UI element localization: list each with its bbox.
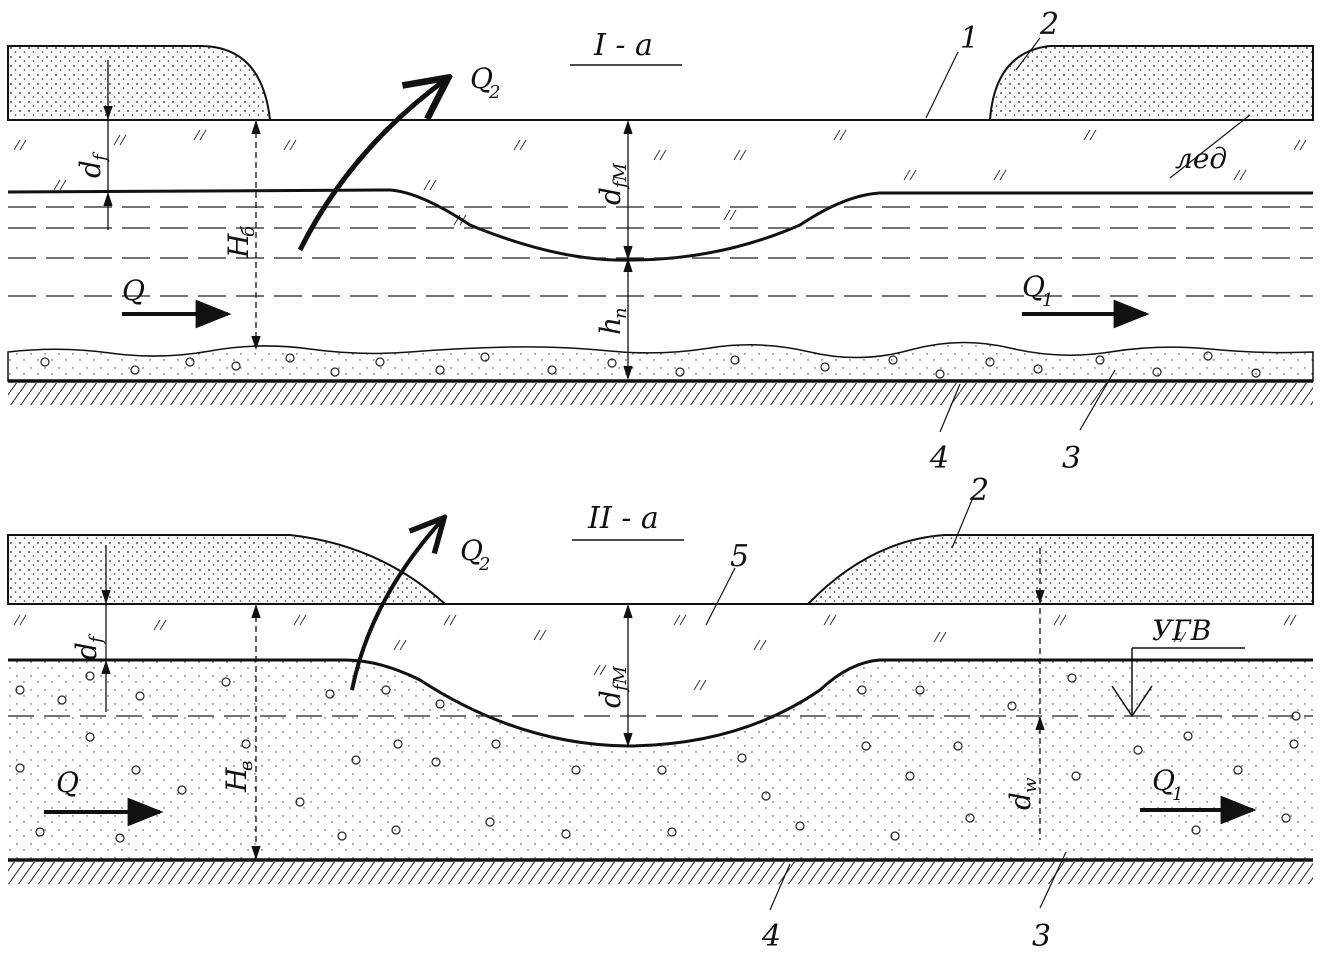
gravel-circles-2	[15, 671, 1301, 843]
label-dfm-1: d	[594, 187, 627, 205]
gravel-circles-1	[40, 351, 1261, 379]
label-hb-2-group: H в	[220, 761, 257, 793]
snow-right-1	[988, 45, 1314, 121]
label-5-2: 5	[730, 539, 749, 574]
panel-1: I - a Q 2 Q Q 1 d f H б d fM h п лед 1 2…	[7, 7, 1314, 476]
label-hn-1: h	[594, 317, 627, 335]
label-4-1: 4	[929, 441, 949, 476]
dimension-df-2	[101, 545, 111, 712]
dimension-dw-2	[1035, 548, 1045, 840]
label-ice-1: лед	[1175, 142, 1227, 175]
freezing-front-1	[7, 188, 1313, 262]
label-hn-1-group: h п	[594, 307, 631, 335]
label-hn-sub-1: п	[610, 307, 631, 319]
snow-left-1	[7, 45, 272, 121]
leaders-1	[925, 37, 1251, 433]
ice-hatching-1	[13, 129, 1307, 226]
panel-1-title: I - a	[593, 28, 653, 63]
water-lines-1	[8, 206, 1313, 297]
label-dfm-1-group: d fM	[594, 162, 631, 205]
label-hb-1: H	[222, 233, 255, 259]
dimension-df-1	[103, 60, 113, 230]
ugv-marker-2	[1111, 647, 1245, 718]
panel-2-title: II - a	[587, 501, 659, 536]
leaders-2	[705, 499, 1067, 911]
label-q2-1: Q	[470, 62, 493, 95]
label-df-sub-2: f	[86, 633, 107, 645]
label-4-2: 4	[761, 919, 781, 954]
dimension-hb-2	[251, 603, 261, 861]
label-3-1: 3	[1062, 441, 1081, 476]
seepage-arrow-2	[350, 520, 442, 691]
label-dw-2-group: d w	[1004, 777, 1041, 810]
label-dfm-sub-1: fM	[610, 162, 631, 190]
label-q2-sub-2: 2	[478, 554, 490, 575]
snow-right-2	[805, 534, 1314, 605]
label-2-2: 2	[969, 473, 989, 508]
label-dfm-2-group: d fM	[594, 665, 631, 708]
dimension-hb-1	[251, 119, 261, 351]
label-df-1: d	[74, 160, 107, 178]
label-hb-1-group: H б	[222, 225, 259, 259]
label-df-2: d	[70, 642, 103, 660]
label-q2-sub-1: 2	[488, 82, 500, 103]
label-dw-2: d	[1004, 792, 1037, 810]
label-q-in-2: Q	[56, 766, 79, 799]
panel-2-title-group: II - a	[572, 501, 684, 541]
bedrock-hatch-1	[8, 383, 1313, 405]
soil-area-2	[8, 660, 1313, 860]
sediment-layer-1	[7, 341, 1314, 382]
seepage-arrow-1	[297, 80, 445, 252]
label-2-1: 2	[1039, 7, 1059, 42]
bedrock-hatch-2	[8, 862, 1313, 884]
dimension-dfm-2	[623, 603, 633, 748]
label-q1-2: Q	[1152, 764, 1175, 797]
snow-left-2	[7, 534, 448, 605]
label-df-2-group: d f	[70, 633, 107, 660]
label-ugv-2: УГВ	[1152, 614, 1211, 647]
label-hb-2: H	[220, 767, 253, 793]
label-dfm-2: d	[594, 690, 627, 708]
label-3-2: 3	[1032, 919, 1051, 954]
panel-1-title-group: I - a	[570, 28, 682, 66]
frozen-hatching-2	[13, 614, 1297, 691]
label-hb-sub-2: в	[236, 761, 257, 771]
dimension-dfm-1	[623, 119, 633, 381]
label-df-1-group: d f	[74, 151, 111, 178]
label-q1-sub-1: 1	[1042, 290, 1053, 311]
label-q1-sub-2: 1	[1172, 784, 1183, 805]
label-q-in-1: Q	[122, 274, 145, 307]
label-dw-sub-2: w	[1020, 777, 1041, 793]
label-q1-1: Q	[1022, 270, 1045, 303]
label-dfm-sub-2: fM	[610, 665, 631, 693]
label-1-1: 1	[960, 21, 979, 56]
panel-2: II - a Q 2 Q Q 1 d f H в d fM d w УГВ 2 …	[7, 473, 1314, 954]
label-hb-sub-1: б	[238, 225, 259, 237]
label-q2-2: Q	[460, 534, 483, 567]
